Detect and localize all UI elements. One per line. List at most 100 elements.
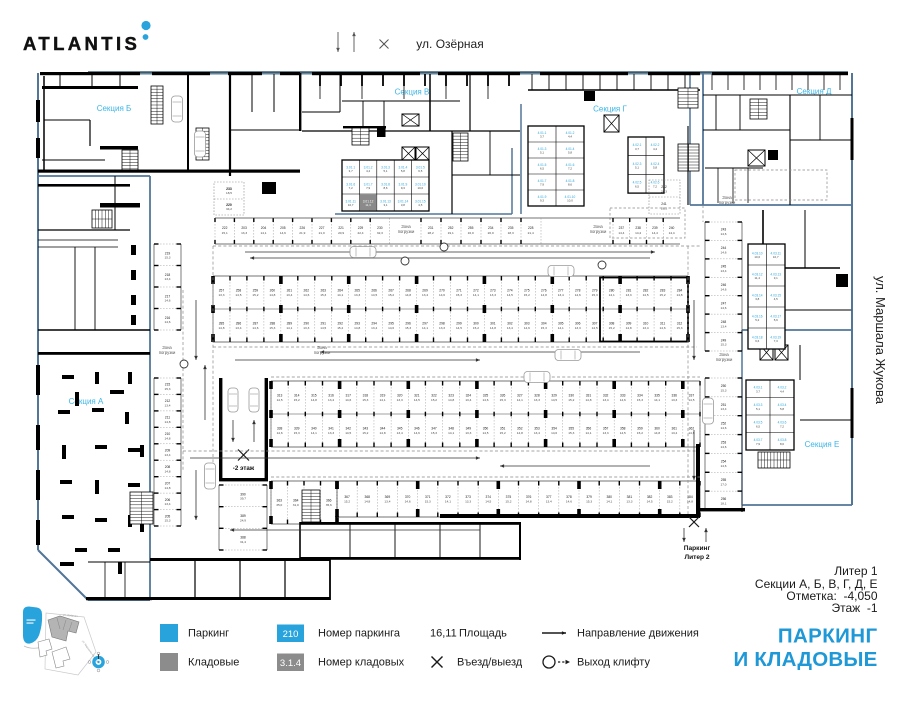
svg-text:212: 212 <box>165 399 171 403</box>
svg-text:15,2: 15,2 <box>431 398 437 402</box>
svg-text:280: 280 <box>609 289 615 293</box>
svg-text:336: 336 <box>672 394 678 398</box>
svg-text:15,3: 15,3 <box>720 388 726 392</box>
svg-text:308: 308 <box>609 322 615 326</box>
svg-text:3,7: 3,7 <box>540 135 544 139</box>
svg-text:4.01.4: 4.01.4 <box>566 147 575 151</box>
svg-text:14,6: 14,6 <box>164 299 170 303</box>
svg-text:287: 287 <box>253 322 259 326</box>
svg-text:15,2: 15,2 <box>500 431 506 435</box>
svg-text:15,3: 15,3 <box>586 499 592 503</box>
svg-text:13,3: 13,3 <box>328 431 334 435</box>
svg-text:210: 210 <box>165 432 171 436</box>
svg-text:282: 282 <box>643 289 649 293</box>
svg-text:13,3: 13,3 <box>303 326 309 330</box>
svg-text:5,1: 5,1 <box>756 407 760 411</box>
svg-text:14,8: 14,8 <box>626 326 632 330</box>
svg-text:14,6: 14,6 <box>439 293 445 297</box>
svg-text:235: 235 <box>508 226 514 230</box>
svg-text:14,1: 14,1 <box>654 398 660 402</box>
svg-text:13,3: 13,3 <box>465 431 471 435</box>
svg-text:349: 349 <box>466 427 472 431</box>
svg-text:359: 359 <box>637 427 643 431</box>
svg-text:15,2: 15,2 <box>344 499 350 503</box>
svg-text:244: 244 <box>721 246 727 250</box>
svg-text:377: 377 <box>546 495 552 499</box>
svg-text:14,5: 14,5 <box>485 499 491 503</box>
svg-text:14,6: 14,6 <box>405 499 411 503</box>
svg-text:4.02.4: 4.02.4 <box>651 162 660 166</box>
svg-text:14,8: 14,8 <box>380 431 386 435</box>
svg-text:14,1: 14,1 <box>473 293 479 297</box>
svg-text:14,8: 14,8 <box>164 469 170 473</box>
svg-text:Зона: Зона <box>317 345 327 350</box>
svg-text:15,2: 15,2 <box>252 293 258 297</box>
svg-text:5,8: 5,8 <box>653 166 657 170</box>
svg-text:14,6: 14,6 <box>388 326 394 330</box>
svg-text:238: 238 <box>635 226 641 230</box>
svg-text:погрузки: погрузки <box>716 357 733 362</box>
svg-text:11,4: 11,4 <box>365 203 371 207</box>
svg-text:246: 246 <box>721 283 727 287</box>
svg-text:28,2: 28,2 <box>428 231 434 235</box>
svg-text:14,6: 14,6 <box>164 320 170 324</box>
svg-text:357: 357 <box>603 427 609 431</box>
svg-text:14,8: 14,8 <box>526 499 532 503</box>
svg-text:14,5: 14,5 <box>592 326 598 330</box>
svg-text:3,8: 3,8 <box>755 297 759 301</box>
svg-text:252: 252 <box>448 226 454 230</box>
svg-text:348: 348 <box>448 427 454 431</box>
svg-text:296: 296 <box>405 322 411 326</box>
svg-text:271: 271 <box>456 289 462 293</box>
svg-text:3.01.15: 3.01.15 <box>415 199 426 203</box>
svg-text:269: 269 <box>422 289 428 293</box>
svg-text:Направление движения: Направление движения <box>577 628 699 640</box>
svg-text:35,0: 35,0 <box>276 503 282 507</box>
svg-text:13,4: 13,4 <box>603 398 609 402</box>
svg-text:3.01.8: 3.01.8 <box>381 182 390 186</box>
svg-text:4.03.13: 4.03.13 <box>770 272 781 276</box>
svg-text:341: 341 <box>328 427 334 431</box>
svg-text:Секции А, Б, В, Г, Д, Е: Секции А, Б, В, Г, Д, Е <box>755 577 878 591</box>
svg-text:291: 291 <box>321 322 327 326</box>
svg-text:211: 211 <box>165 416 170 420</box>
svg-text:327: 327 <box>517 394 523 398</box>
svg-text:14,6: 14,6 <box>720 251 726 255</box>
svg-text:13,4: 13,4 <box>422 293 428 297</box>
svg-text:8,6: 8,6 <box>383 186 387 190</box>
svg-text:14,6: 14,6 <box>720 232 726 236</box>
svg-text:3.01.4: 3.01.4 <box>398 165 407 169</box>
svg-text:4.03.15: 4.03.15 <box>770 293 781 297</box>
svg-text:15,2: 15,2 <box>473 326 479 330</box>
svg-text:17,0: 17,0 <box>720 483 726 487</box>
svg-text:13,4: 13,4 <box>371 326 377 330</box>
svg-text:318: 318 <box>363 394 369 398</box>
svg-text:14,5: 14,5 <box>688 398 694 402</box>
svg-text:Зона: Зона <box>593 224 603 229</box>
svg-text:3.1.4: 3.1.4 <box>280 658 301 669</box>
svg-text:15,3: 15,3 <box>164 387 170 391</box>
svg-text:15,2: 15,2 <box>609 326 615 330</box>
svg-text:ул. Маршала Жукова: ул. Маршала Жукова <box>873 276 888 405</box>
svg-text:6,5: 6,5 <box>756 424 760 428</box>
svg-text:243: 243 <box>721 228 727 232</box>
svg-text:7,2: 7,2 <box>349 186 353 190</box>
svg-text:6,5: 6,5 <box>540 167 544 171</box>
svg-text:255: 255 <box>468 226 474 230</box>
svg-text:325: 325 <box>483 394 489 398</box>
svg-text:205: 205 <box>280 226 286 230</box>
svg-text:3.01.7: 3.01.7 <box>364 182 373 186</box>
svg-text:265: 265 <box>354 289 360 293</box>
svg-text:15,3: 15,3 <box>637 398 643 402</box>
svg-text:321: 321 <box>414 394 420 398</box>
svg-text:268: 268 <box>405 289 411 293</box>
svg-text:4.01.2: 4.01.2 <box>566 131 575 135</box>
svg-text:205: 205 <box>165 514 171 518</box>
svg-text:250: 250 <box>721 384 727 388</box>
svg-text:20,0: 20,0 <box>488 231 494 235</box>
svg-text:Зона: Зона <box>401 224 411 229</box>
svg-text:13,4: 13,4 <box>164 453 170 457</box>
svg-text:15,3: 15,3 <box>500 398 506 402</box>
svg-text:14,6: 14,6 <box>566 499 572 503</box>
svg-text:14,6: 14,6 <box>688 431 694 435</box>
